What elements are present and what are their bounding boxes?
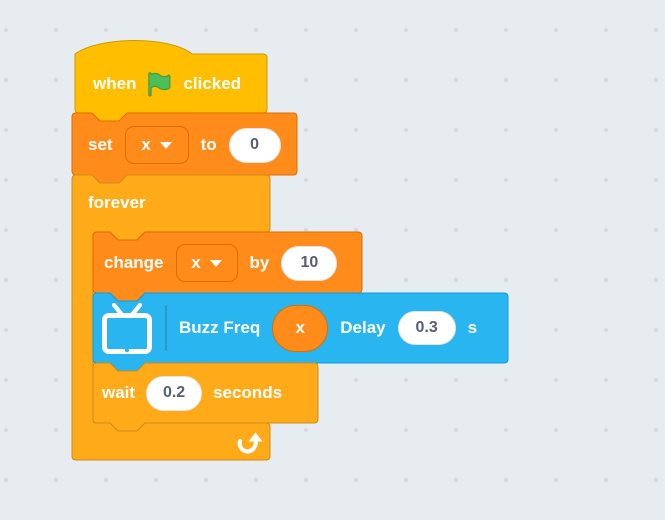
wait-block-shape[interactable] xyxy=(92,362,319,432)
change-value-input[interactable]: 10 xyxy=(281,245,338,281)
change-label: change xyxy=(104,253,164,272)
dropdown-caret-icon xyxy=(209,259,222,267)
set-variable-name: x xyxy=(141,135,151,154)
block-buzz-freq[interactable]: Buzz Freq x Delay 0.3 s xyxy=(101,301,477,355)
wait-label: wait xyxy=(102,383,136,402)
delay-label: Delay xyxy=(340,318,386,337)
seconds-unit-label: s xyxy=(467,318,478,337)
block-set-variable[interactable]: set x to 0 xyxy=(88,125,281,165)
buzz-freq-label: Buzz Freq xyxy=(179,318,261,337)
loop-arrow-icon xyxy=(235,431,265,455)
wait-value-input[interactable]: 0.2 xyxy=(146,375,203,411)
set-value-input[interactable]: 0 xyxy=(228,127,281,163)
wait-unit-label: seconds xyxy=(213,383,283,402)
when-label: when xyxy=(93,74,137,93)
block-change-variable[interactable]: change x by 10 xyxy=(104,243,338,283)
block-wait[interactable]: wait 0.2 seconds xyxy=(102,374,282,412)
clicked-label: clicked xyxy=(183,74,242,93)
set-label: set xyxy=(88,135,113,154)
change-variable-name: x xyxy=(191,253,201,272)
dropdown-caret-icon xyxy=(159,141,172,149)
green-flag-icon xyxy=(146,71,173,98)
by-label: by xyxy=(249,253,270,272)
change-variable-dropdown[interactable]: x xyxy=(175,244,238,282)
block-forever[interactable]: forever xyxy=(88,189,146,217)
forever-label: forever xyxy=(88,193,146,212)
set-variable-dropdown[interactable]: x xyxy=(124,126,189,164)
block-when-flag-clicked[interactable]: when clicked xyxy=(93,68,241,100)
icon-separator xyxy=(165,305,167,351)
to-label: to xyxy=(200,135,217,154)
tv-icon xyxy=(101,301,153,355)
delay-value-input[interactable]: 0.3 xyxy=(397,311,456,345)
variable-x-reporter[interactable]: x xyxy=(272,304,329,352)
